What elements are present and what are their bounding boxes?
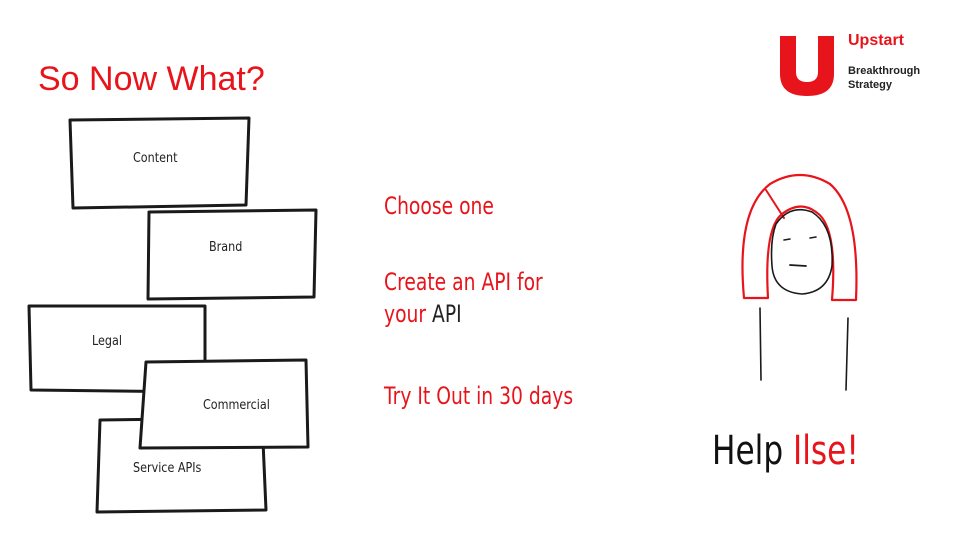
help-name: Ilse	[793, 428, 847, 474]
box-label-service-apis: Service APIs	[133, 461, 202, 476]
brand-name: Upstart	[848, 32, 905, 49]
box-label-content: Content	[133, 151, 178, 166]
slide-title: So Now What?	[38, 60, 265, 98]
step-create-line1: Create an API for	[384, 268, 543, 296]
step-create-api: API	[426, 300, 462, 328]
brand-tagline: Breakthrough Strategy	[848, 65, 921, 91]
box-commercial	[138, 358, 310, 450]
ilse-character-icon	[741, 174, 858, 391]
step-choose: Choose one	[384, 192, 494, 220]
upstart-u-icon	[780, 36, 834, 96]
help-prefix: Help	[712, 428, 794, 474]
step-create-line2: your API	[384, 298, 462, 330]
box-label-legal: Legal	[92, 334, 122, 349]
help-suffix: !	[846, 428, 859, 474]
box-label-commercial: Commercial	[203, 398, 270, 413]
brand-logo: Upstart Breakthrough Strategy	[780, 30, 950, 100]
help-ilse-text: Help Ilse!	[712, 428, 859, 474]
box-brand	[146, 208, 318, 301]
box-label-brand: Brand	[209, 240, 243, 255]
step-create-your: your	[384, 300, 427, 328]
step-try: Try It Out in 30 days	[384, 382, 574, 410]
box-content	[68, 116, 251, 210]
